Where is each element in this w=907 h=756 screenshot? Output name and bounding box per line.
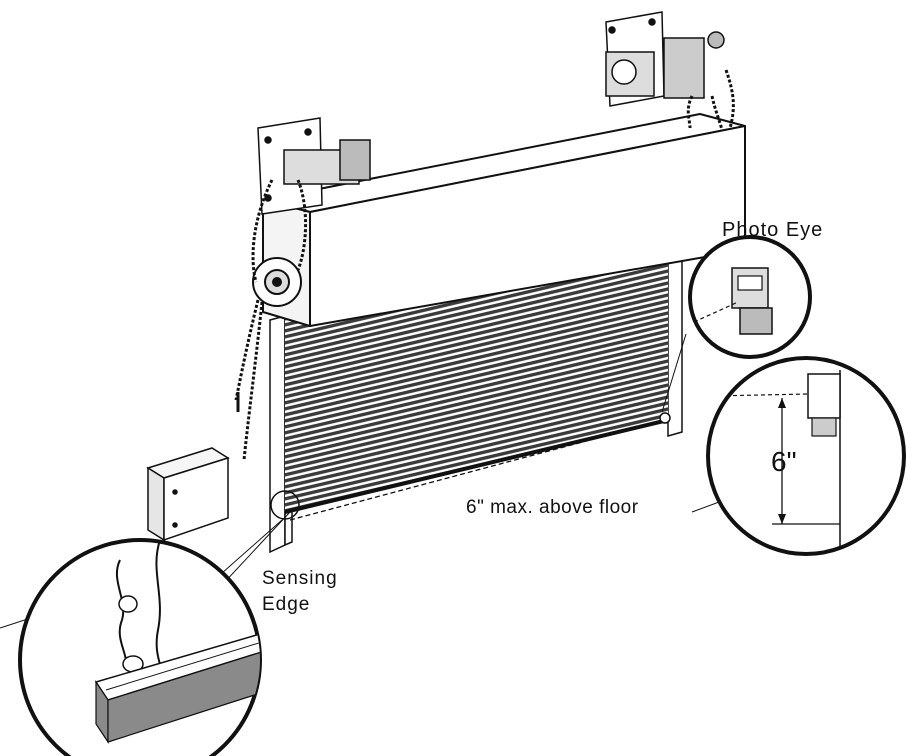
height-dimension-label: 6" xyxy=(771,446,797,477)
photo-eye-detail xyxy=(688,235,812,359)
right-operator xyxy=(605,11,725,107)
right-chain xyxy=(686,69,735,131)
photo-eye-beam xyxy=(289,419,666,521)
sensing-edge-detail xyxy=(18,538,262,756)
height-detail xyxy=(706,356,906,556)
sensing-edge-callout xyxy=(270,490,300,520)
left-sprocket xyxy=(252,257,302,307)
left-operator xyxy=(257,117,371,215)
photo-eye-sensor xyxy=(659,412,671,424)
sensing-label-line1: Sensing xyxy=(262,568,338,589)
control-box xyxy=(146,447,230,542)
sensing-edge-label: Sensing Edge xyxy=(262,566,338,618)
max-above-floor-label: 6" max. above floor xyxy=(466,497,639,518)
bottom-bar xyxy=(284,418,669,514)
photo-eye-label: Photo Eye xyxy=(722,219,824,241)
sensing-label-line2: Edge xyxy=(262,594,311,615)
